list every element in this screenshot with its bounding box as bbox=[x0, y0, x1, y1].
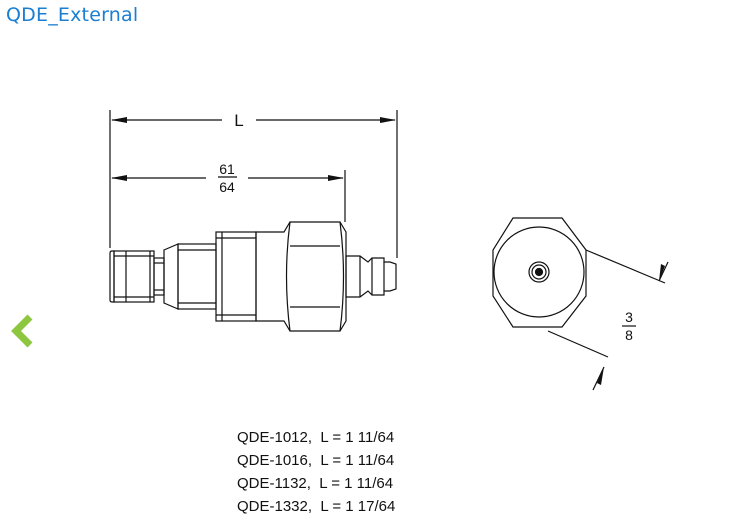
overall-length-label: L bbox=[234, 111, 243, 130]
body-length-dimension bbox=[111, 170, 346, 222]
overall-length-dimension bbox=[109, 110, 398, 258]
hex-size-numerator: 3 bbox=[625, 309, 633, 325]
fitting-side-view bbox=[109, 221, 397, 332]
page-title: QDE_External bbox=[6, 4, 139, 26]
body-length-denominator: 64 bbox=[219, 179, 235, 195]
model-row: QDE-1016, L = 1 11/64 bbox=[237, 452, 395, 469]
hex-size-denominator: 8 bbox=[625, 327, 633, 343]
chevron-left-icon[interactable] bbox=[8, 313, 38, 349]
model-list: QDE-1012, L = 1 11/64 QDE-1016, L = 1 11… bbox=[237, 426, 395, 518]
hex-size-dimension bbox=[547, 249, 669, 391]
model-row: QDE-1012, L = 1 11/64 bbox=[237, 429, 395, 446]
hex-end-view bbox=[492, 217, 587, 328]
body-length-numerator: 61 bbox=[219, 161, 235, 177]
model-row: QDE-1132, L = 1 11/64 bbox=[237, 475, 394, 492]
model-row: QDE-1332, L = 1 17/64 bbox=[237, 498, 396, 515]
